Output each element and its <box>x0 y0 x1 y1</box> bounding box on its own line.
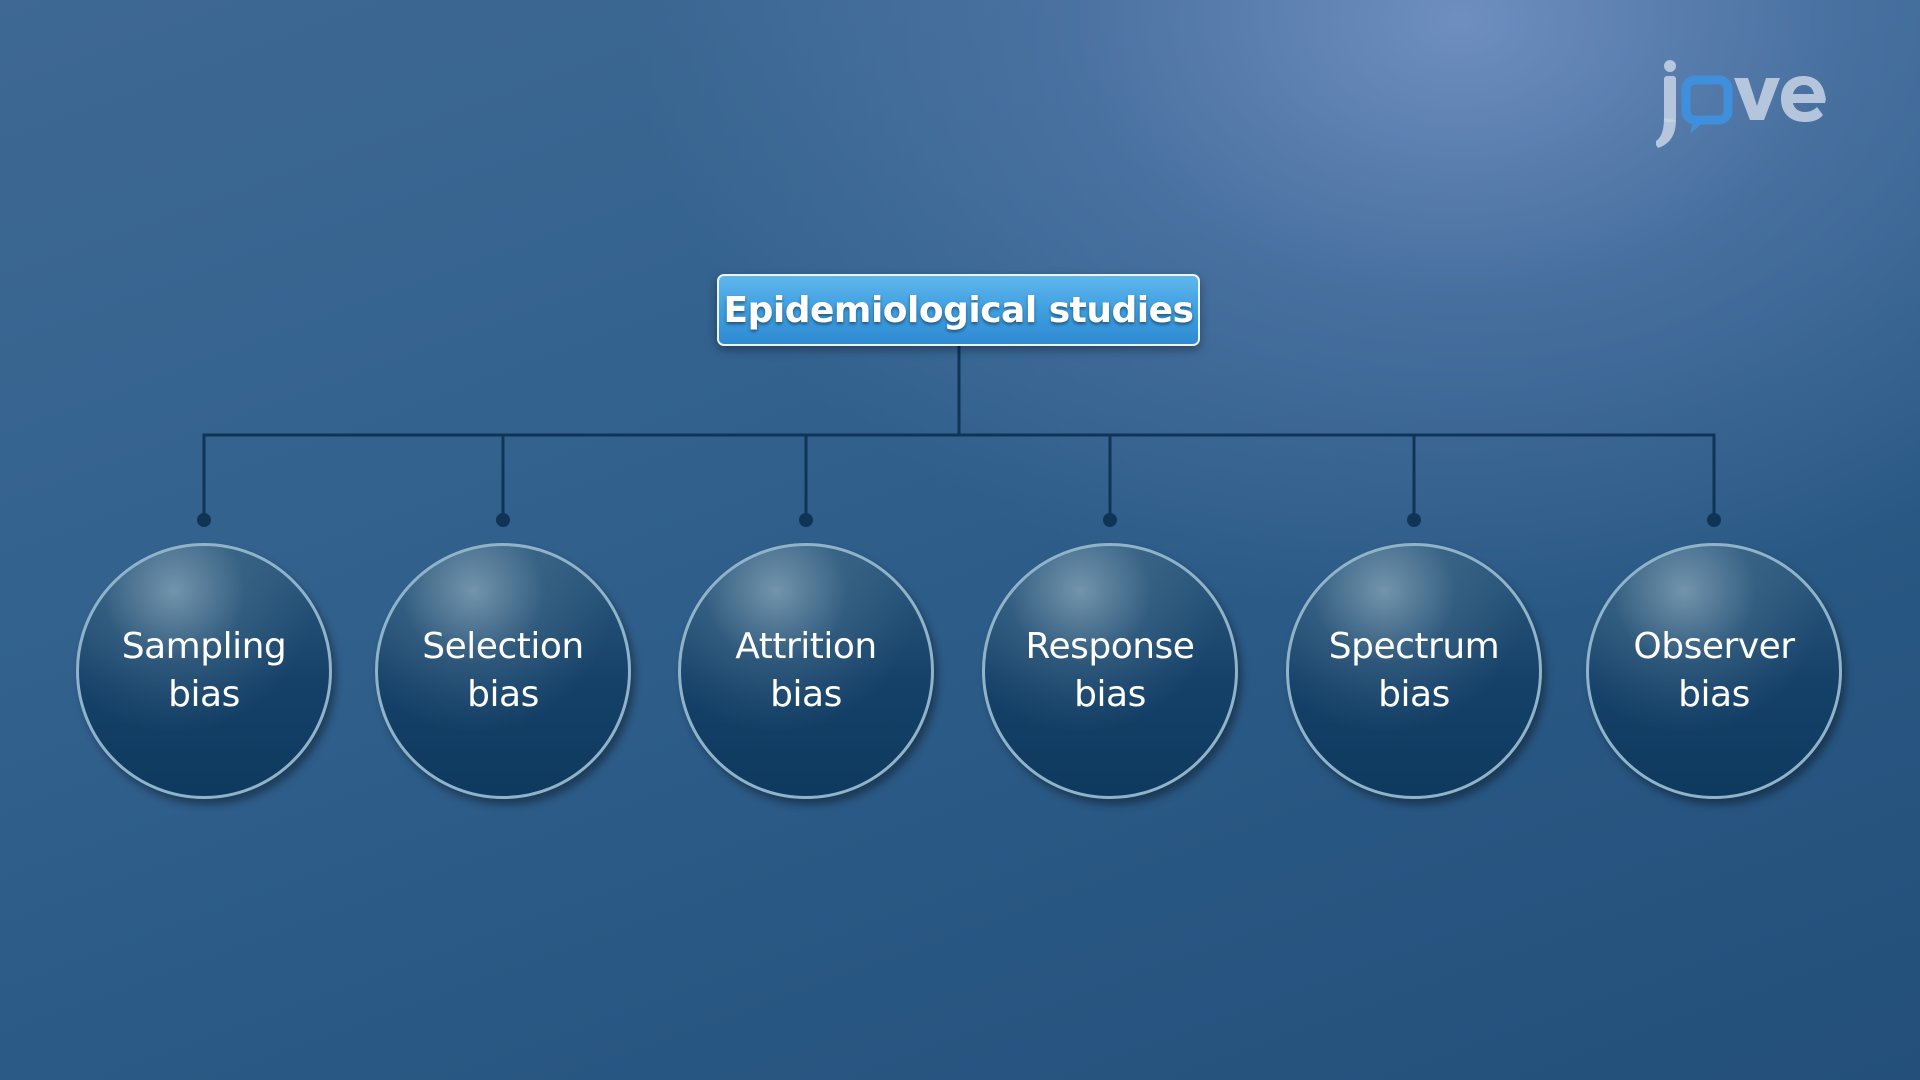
child-node-label-line2: bias <box>168 674 240 715</box>
child-node-label-line1: Observer <box>1633 626 1795 667</box>
jove-logo-icon <box>1656 60 1826 148</box>
child-node-observer-bias: Observer bias <box>1586 543 1842 799</box>
connector-dot-attrition <box>799 513 813 527</box>
connector-dot-sampling <box>197 513 211 527</box>
child-node-label-line2: bias <box>770 674 842 715</box>
child-node-label-line1: Spectrum <box>1328 626 1500 667</box>
child-node-spectrum-bias: Spectrum bias <box>1286 543 1542 799</box>
child-node-attrition-bias: Attrition bias <box>678 543 934 799</box>
connector-dot-response <box>1103 513 1117 527</box>
child-node-selection-bias: Selection bias <box>375 543 631 799</box>
child-node-label-line2: bias <box>1678 674 1750 715</box>
child-node-label-line1: Response <box>1025 626 1195 667</box>
connector-dot-selection <box>496 513 510 527</box>
child-node-label-line2: bias <box>1378 674 1450 715</box>
child-node-label-line1: Attrition <box>735 626 877 667</box>
root-node-label: Epidemiological studies <box>723 289 1194 331</box>
child-node-label-line1: Selection <box>422 626 584 667</box>
child-node-sampling-bias: Sampling bias <box>76 543 332 799</box>
child-node-response-bias: Response bias <box>982 543 1238 799</box>
child-node-label-line1: Sampling <box>121 626 287 667</box>
child-node-label-line2: bias <box>1074 674 1146 715</box>
root-node: Epidemiological studies <box>717 274 1200 346</box>
connector-dot-spectrum <box>1407 513 1421 527</box>
connector-dot-observer <box>1707 513 1721 527</box>
child-node-label-line2: bias <box>467 674 539 715</box>
